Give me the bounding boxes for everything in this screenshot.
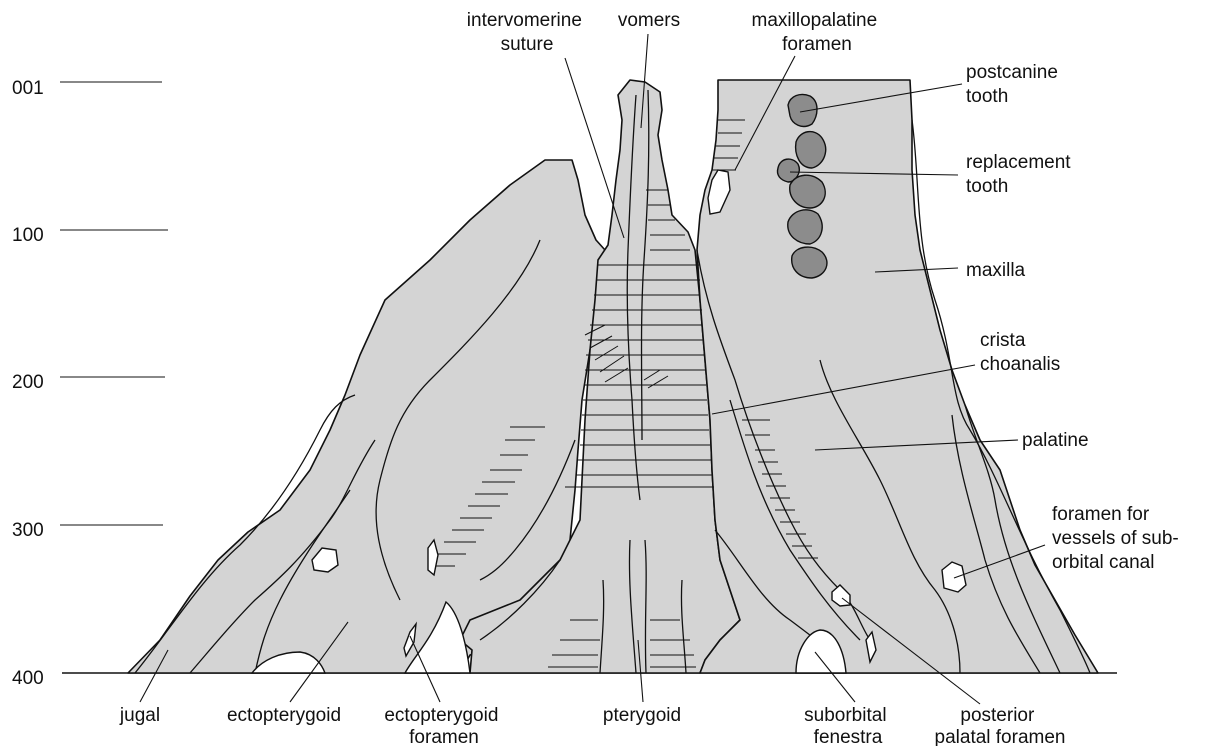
scale-tick-label-4: 400: [12, 668, 44, 689]
postcanine-tooth-2: [796, 132, 826, 168]
label-maxillopalatine-foramen: maxillopalatine foramen: [752, 10, 883, 55]
label-palatine: palatine: [1022, 430, 1089, 451]
scale-tick-label-2: 200: [12, 372, 44, 393]
label-postcanine-tooth: postcanine tooth: [966, 62, 1063, 107]
scale-tick-label-0: 001: [12, 78, 44, 99]
label-replacement-tooth: replacement tooth: [966, 152, 1076, 197]
label-jugal: jugal: [119, 705, 160, 726]
label-foramen-suborbital: foramen for vessels of sub- orbital cana…: [1052, 504, 1184, 573]
label-ectopterygoid-foramen: ectopterygoid foramen: [384, 705, 503, 746]
scale-tick-label-1: 100: [12, 225, 44, 246]
label-ectopterygoid: ectopterygoid: [227, 705, 341, 726]
label-intervomerine-suture: intervomerine suture: [467, 10, 587, 55]
label-suborbital-fenestra: suborbital fenestra: [804, 705, 892, 746]
label-maxilla: maxilla: [966, 260, 1026, 281]
label-posterior-palatal-foramen: posterior palatal foramen: [935, 705, 1066, 746]
postcanine-tooth-1: [788, 94, 817, 126]
scale-bar: 001 100 200 300 400: [12, 78, 168, 689]
postcanine-tooth-5: [792, 247, 827, 278]
label-pterygoid: pterygoid: [603, 705, 681, 726]
scale-tick-label-3: 300: [12, 520, 44, 541]
label-crista-choanalis: crista choanalis: [980, 330, 1060, 375]
suborbital-canal-foramen-hole: [942, 562, 966, 592]
label-vomers: vomers: [618, 10, 680, 31]
